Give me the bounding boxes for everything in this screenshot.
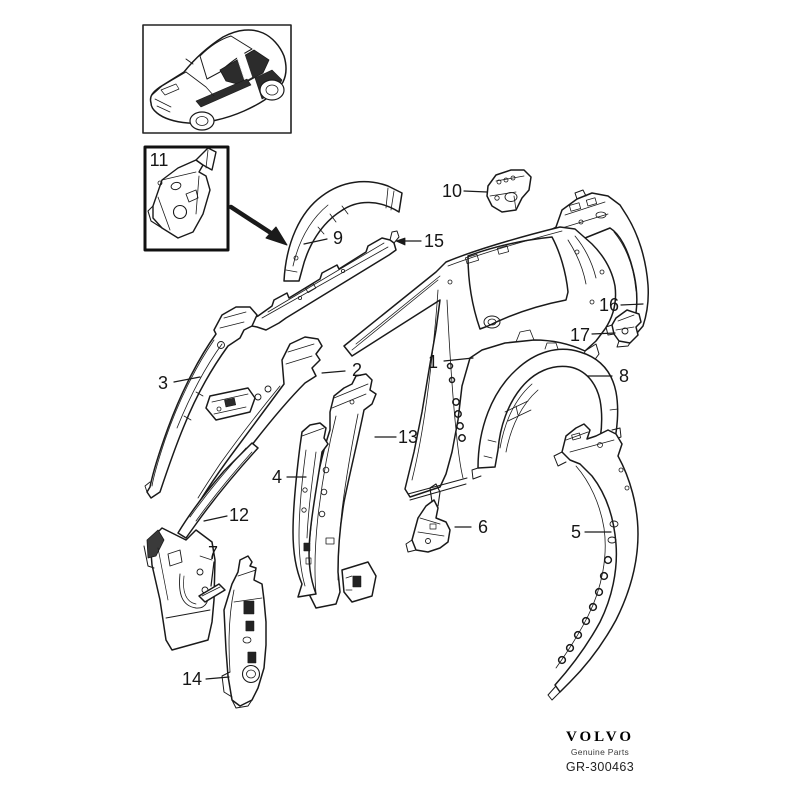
callout-6: 6	[478, 517, 488, 537]
callout-4: 4	[272, 467, 282, 487]
callout-11: 11	[150, 150, 169, 170]
callout-5: 5	[571, 522, 581, 542]
part-14-drawing	[221, 555, 267, 709]
callout-3: 3	[158, 373, 168, 393]
part-12-drawing	[143, 442, 259, 651]
callout-15: 15	[424, 231, 444, 251]
callout-16: 16	[599, 295, 619, 315]
part-7-drawing	[198, 583, 226, 603]
inset-pointer-arrow	[228, 204, 288, 246]
callout-14: 14	[182, 669, 202, 689]
brand-block: VOLVO Genuine Parts GR-300463	[540, 729, 660, 774]
callout-labels: 1 2 3 4 5 6 7 8 9 10 11 12 13 14 15 16 1…	[150, 150, 629, 689]
part-5-drawing	[547, 423, 639, 701]
callout-2: 2	[352, 360, 362, 380]
callout-8: 8	[619, 366, 629, 386]
volvo-logo-wordmark: VOLVO	[565, 729, 635, 745]
part-11-drawing	[147, 147, 217, 239]
part-13-drawing	[307, 373, 377, 609]
part-10-drawing	[486, 169, 532, 213]
callout-9: 9	[333, 228, 343, 248]
brand-tagline: Genuine Parts	[570, 747, 630, 757]
part-9-drawing	[283, 180, 403, 282]
callout-10: 10	[442, 181, 462, 201]
callout-12: 12	[229, 505, 249, 525]
part-6-drawing	[405, 483, 451, 553]
vehicle-thumbnail	[142, 24, 292, 134]
callout-1: 1	[428, 352, 438, 372]
part-1-drawing	[343, 226, 617, 501]
part-17-drawing	[605, 309, 642, 348]
callout-17: 17	[570, 325, 590, 345]
part-15-drawing	[249, 230, 400, 331]
drawing-number: GR-300463	[565, 760, 635, 774]
part-3-drawing	[144, 306, 258, 499]
inset-detail-box	[143, 145, 288, 252]
part-4-drawing	[292, 422, 329, 598]
callout-7: 7	[208, 543, 218, 563]
callout-leader-lines	[173, 190, 644, 680]
callout-13: 13	[398, 427, 418, 447]
